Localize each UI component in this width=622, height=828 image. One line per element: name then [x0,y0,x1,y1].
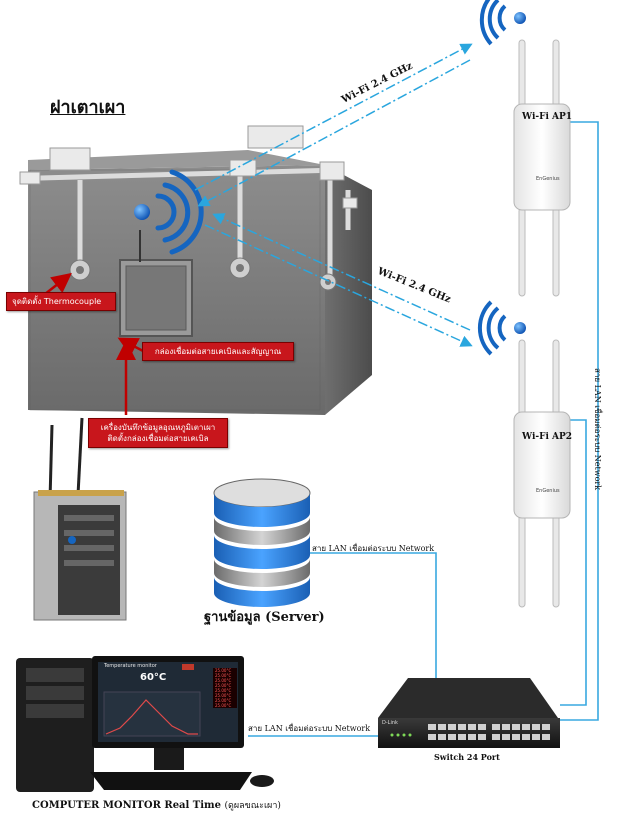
ap1-wifi-icon [479,0,526,46]
kiln-wifi-icon [155,169,204,255]
monitor-value-list: 25.00°C 25.00°C 25.00°C 25.00°C 25.00°C … [213,668,237,708]
computer-label-note: (ดูผลขณะเผา) [224,801,281,811]
data-logger-device [33,417,127,621]
data-logger-callout-line1: เครื่องบันทึกข้อมูลอุณหภูมิเตาเผา [100,423,216,432]
ap1-brand: EnGenius [536,176,560,182]
kiln-lid-title: ฝาเตาเผา [50,97,126,118]
monitor-value: 25.00°C [213,678,237,683]
monitor-value: 25.00°C [213,673,237,678]
monitor-value: 25.00°C [213,683,237,688]
data-logger-callout: เครื่องบันทึกข้อมูลอุณหภูมิเตาเผา ติดตั้… [88,418,228,448]
lan-label-vertical: สาย LAN เชื่อมต่อระบบ Network [593,368,602,491]
monitor-screen-temp: 60°C [140,672,167,683]
ap1-label: Wi-Fi AP1 [522,112,573,122]
computer-label: COMPUTER MONITOR Real Time (ดูผลขณะเผา) [32,798,281,812]
kiln [19,125,372,415]
ap2-brand: EnGenius [536,488,560,494]
monitor-value: 25.00°C [213,693,237,698]
network-switch [378,678,560,748]
computer-tower [16,658,94,792]
computer-label-bold: COMPUTER MONITOR Real Time [32,800,221,811]
data-logger-callout-line2: ติดตั้งกล่องเชื่อมต่อสายเคเบิล [107,434,209,443]
wifi-links [194,43,473,347]
monitor-value: 25.00°C [213,698,237,703]
monitor-value: 25.00°C [213,688,237,693]
lan-label-server: สาย LAN เชื่อมต่อระบบ Network [312,544,435,553]
lan-label-computer: สาย LAN เชื่อมต่อระบบ Network [248,724,371,733]
database-server-icon [213,478,311,607]
monitor-value: 25.00°C [213,703,237,708]
monitor-value: 25.00°C [213,668,237,673]
switch-brand: D-Link [382,720,398,726]
thermocouple-callout: จุดติดตั้ง Thermocouple [6,292,116,311]
switch-label: Switch 24 Port [434,752,500,762]
ap2-label: Wi-Fi AP2 [522,432,573,442]
monitor-screen-title: Temperature monitor [104,663,157,669]
junction-box-callout: กล่องเชื่อมต่อสายเคเบิลและสัญญาณ [142,342,294,361]
access-point-2 [513,339,571,608]
ap2-wifi-icon [477,300,526,356]
computer-monitor [90,656,274,790]
server-label: ฐานข้อมูล (Server) [204,610,325,625]
access-point-1 [513,39,571,297]
